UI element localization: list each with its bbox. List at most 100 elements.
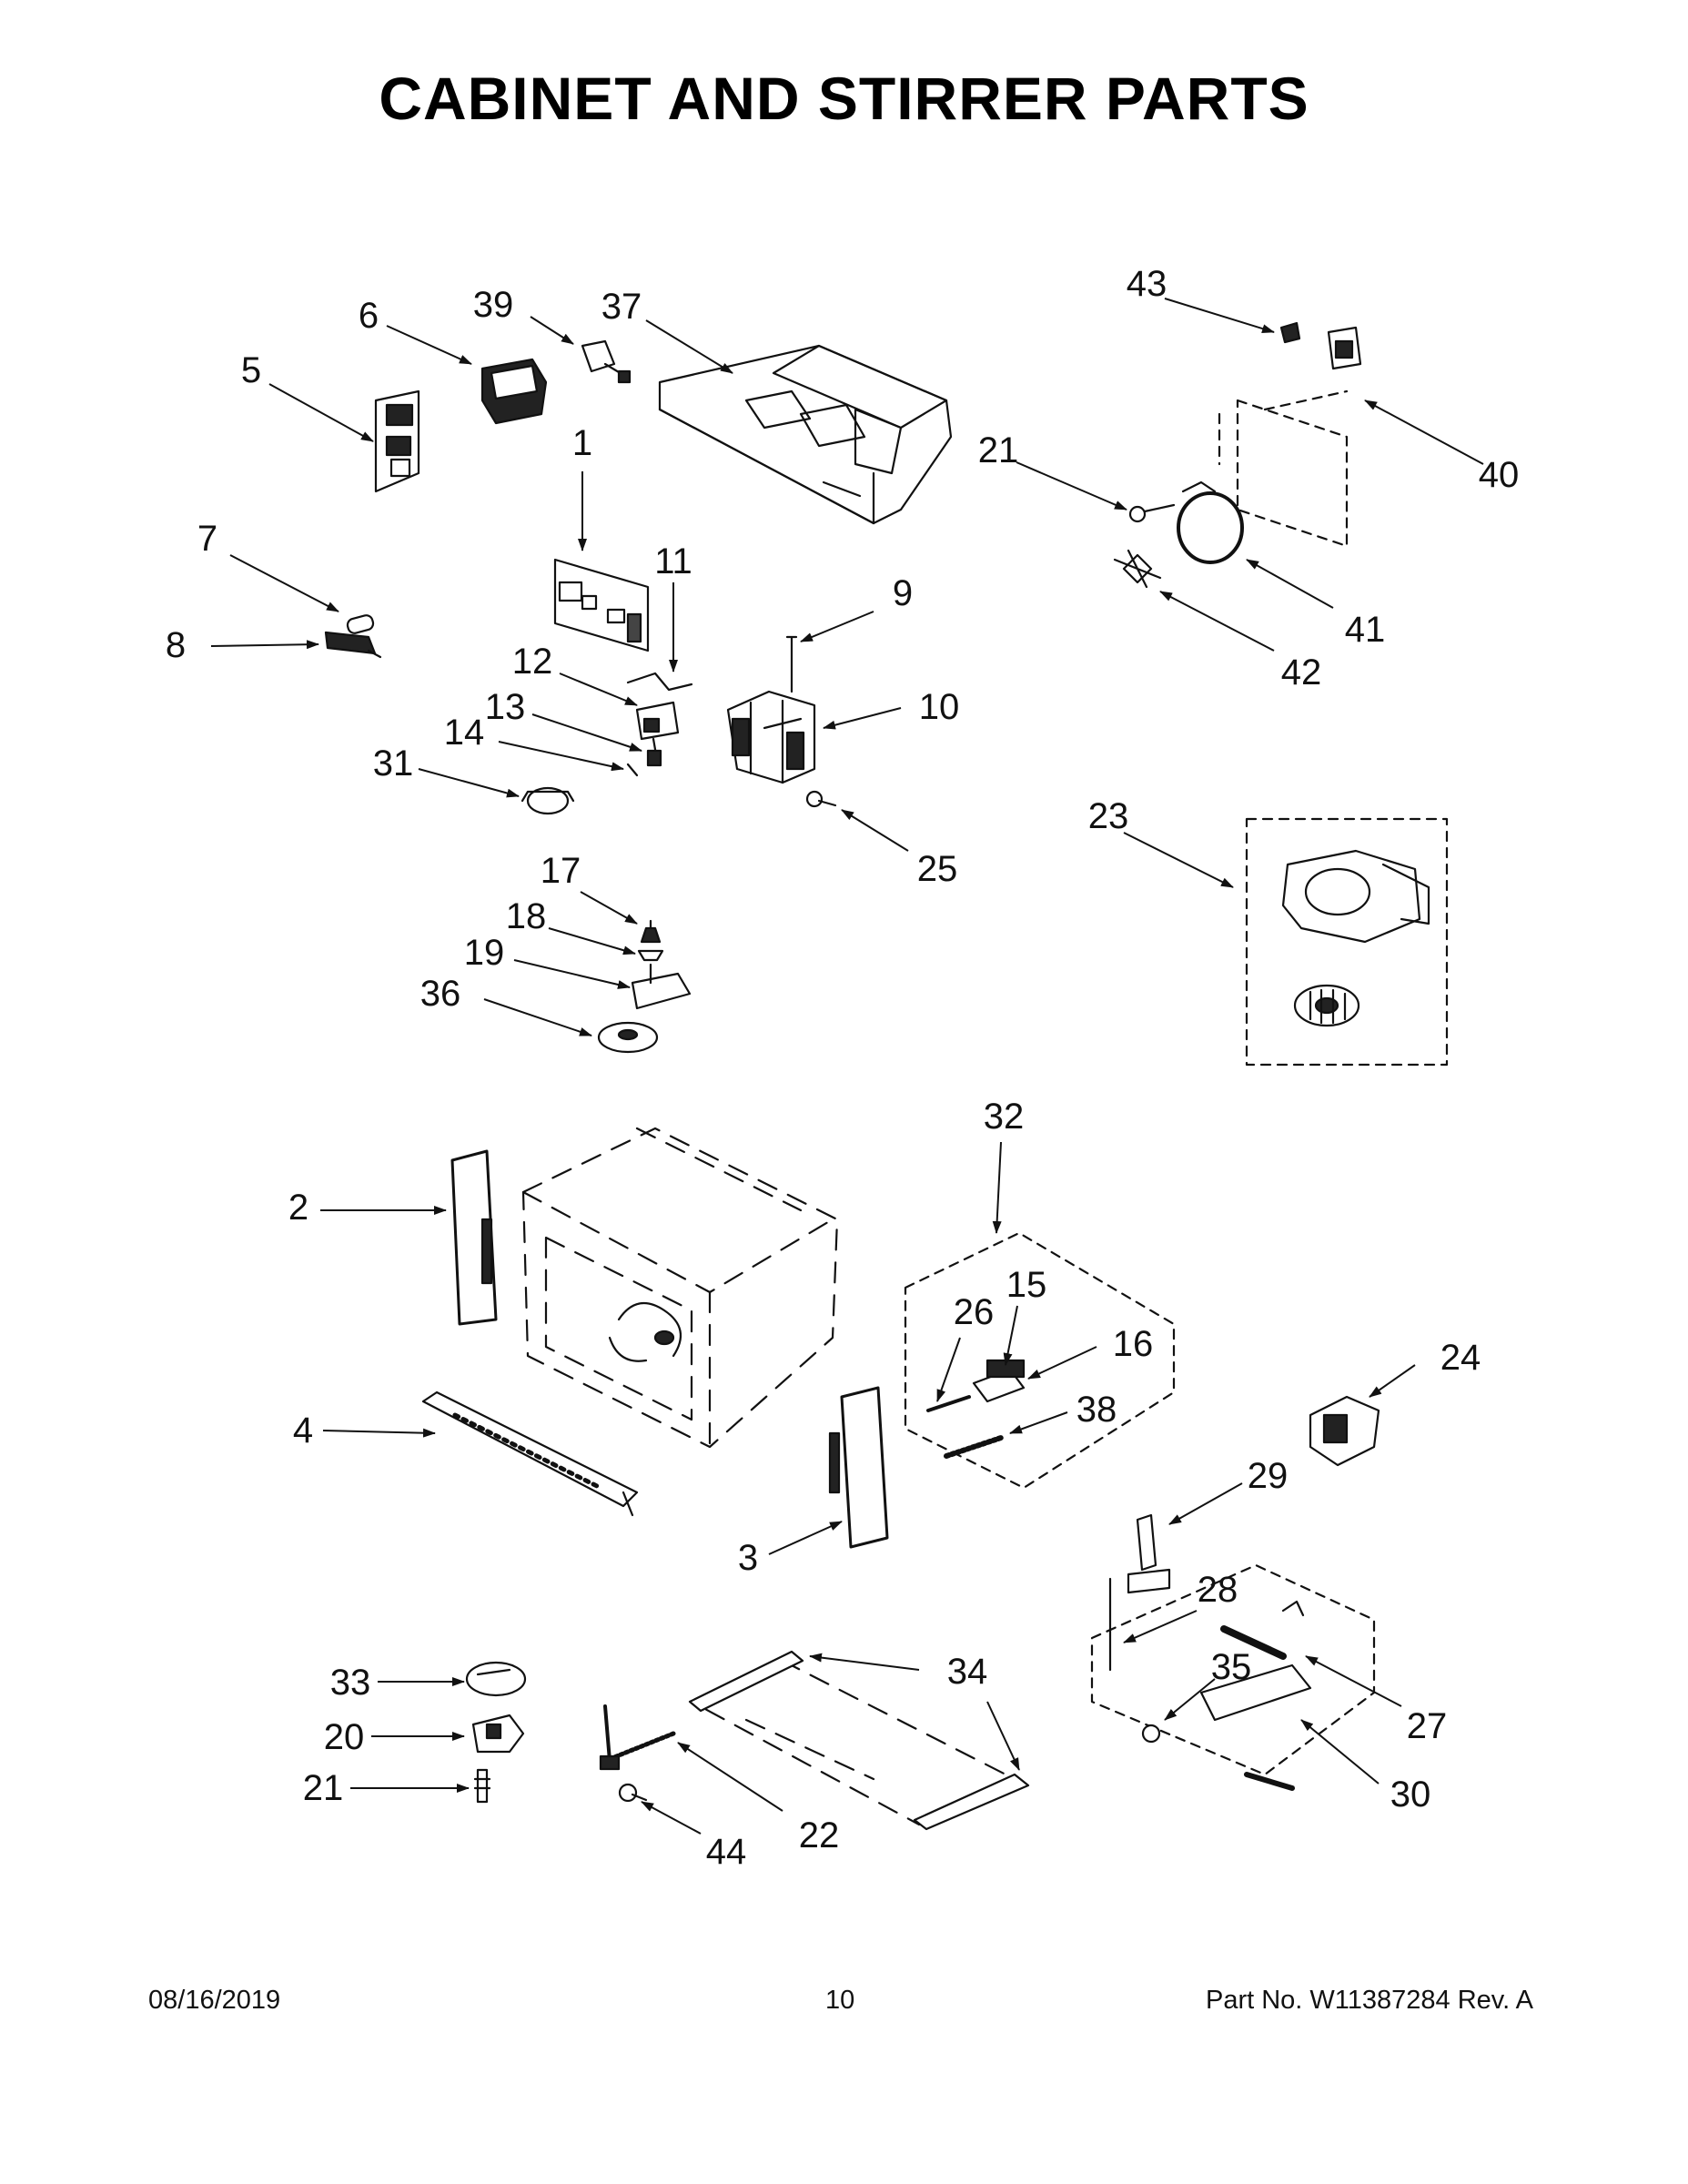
leader-30 <box>1300 1719 1380 1785</box>
leader-41 <box>1246 559 1334 609</box>
callout-34: 34 <box>947 1652 988 1692</box>
part-base-rail-left <box>688 1650 804 1713</box>
leader-34a <box>809 1653 920 1671</box>
part-stirrer-cover <box>465 1661 527 1697</box>
part-stirrer-washer <box>637 949 664 962</box>
callout-14: 14 <box>444 713 485 753</box>
leader-44 <box>641 1801 702 1835</box>
leader-42 <box>1159 591 1275 652</box>
leader-28 <box>1123 1610 1198 1643</box>
leader-8 <box>210 640 319 650</box>
leader-9 <box>800 611 874 642</box>
callout-9: 9 <box>893 573 913 613</box>
leader-27 <box>1305 1655 1402 1707</box>
callout-21-upper: 21 <box>978 430 1019 470</box>
callout-31: 31 <box>373 743 414 784</box>
callout-37: 37 <box>601 287 642 327</box>
leader-38 <box>1009 1411 1068 1434</box>
part-stirrer-motor <box>471 1714 525 1754</box>
part-stirrer-mark <box>608 1301 682 1362</box>
callout-15: 15 <box>1006 1265 1047 1305</box>
callout-32: 32 <box>984 1097 1025 1137</box>
callout-39: 39 <box>473 285 514 325</box>
callout-1: 1 <box>572 423 592 463</box>
callout-35: 35 <box>1211 1647 1252 1687</box>
callout-3: 3 <box>738 1538 758 1578</box>
callout-17: 17 <box>541 851 581 891</box>
part-oven-cavity <box>521 1127 839 1449</box>
leader-34b <box>986 1701 1020 1771</box>
callout-10: 10 <box>919 687 960 727</box>
part-spacer <box>597 1021 659 1054</box>
part-fuse <box>346 614 375 634</box>
leader-36 <box>483 998 592 1036</box>
footer-part-number: Part No. W11387284 Rev. A <box>1205 1986 1533 2015</box>
leader-23 <box>1123 832 1234 888</box>
callout-33: 33 <box>330 1663 371 1703</box>
part-cap <box>1279 321 1301 344</box>
callout-20: 20 <box>324 1717 365 1757</box>
part-mounting-frame <box>1218 389 1349 548</box>
part-stirrer-blade <box>1113 549 1162 589</box>
part-control-bracket <box>658 344 953 525</box>
part-sensor <box>1309 1395 1380 1467</box>
leader-7 <box>229 554 339 612</box>
leader-4 <box>322 1428 436 1438</box>
callout-12: 12 <box>512 642 553 682</box>
callout-21-lower: 21 <box>303 1768 344 1808</box>
part-base-rail-right <box>913 1773 1030 1831</box>
leader-12 <box>559 672 638 706</box>
part-door-latch-kit <box>904 1231 1176 1490</box>
leader-18 <box>548 927 636 956</box>
part-front-rail <box>421 1390 639 1517</box>
leader-3 <box>768 1521 843 1555</box>
callout-23: 23 <box>1088 796 1129 836</box>
callout-2: 2 <box>288 1188 308 1228</box>
part-side-panel-right <box>828 1386 889 1549</box>
part-mount-bracket <box>1127 1513 1171 1594</box>
part-interlock-switch <box>626 701 680 777</box>
footer-date: 08/16/2019 <box>148 1986 281 2015</box>
part-control-board <box>553 558 650 652</box>
callout-28: 28 <box>1198 1570 1238 1610</box>
part-relay-board <box>374 389 420 493</box>
callout-16: 16 <box>1113 1324 1154 1364</box>
callout-6: 6 <box>359 296 379 336</box>
part-screw-upper <box>1128 503 1176 523</box>
part-wire <box>626 672 693 692</box>
callout-13: 13 <box>485 687 526 727</box>
leader-15 <box>1003 1305 1018 1366</box>
part-stirrer-bracket <box>631 963 692 1010</box>
part-latch-rod <box>599 1704 676 1771</box>
leader-10 <box>823 707 902 730</box>
callout-43: 43 <box>1127 264 1167 304</box>
leader-25 <box>841 809 909 852</box>
leader-35 <box>1164 1678 1216 1721</box>
part-blower-assembly <box>1245 817 1449 1067</box>
leader-5 <box>268 383 374 442</box>
leader-31 <box>418 768 520 798</box>
callout-38: 38 <box>1076 1390 1117 1430</box>
leader-43 <box>1164 298 1275 333</box>
leader-37 <box>645 319 733 374</box>
callout-36: 36 <box>420 974 461 1014</box>
part-thermal-cutout <box>521 786 575 815</box>
callout-11: 11 <box>654 541 692 581</box>
part-motor-screw <box>473 1768 491 1804</box>
leader-32 <box>992 1141 1002 1234</box>
callout-41: 41 <box>1345 610 1386 650</box>
part-motor-bracket <box>1327 326 1362 370</box>
leader-24 <box>1369 1364 1416 1398</box>
callout-18: 18 <box>506 896 547 936</box>
part-fuse-holder <box>324 631 382 659</box>
callout-22: 22 <box>799 1815 840 1855</box>
callout-44: 44 <box>706 1832 747 1872</box>
callout-4: 4 <box>293 1410 313 1451</box>
callout-5: 5 <box>241 350 261 390</box>
part-connector <box>581 339 632 384</box>
callout-26: 26 <box>954 1292 995 1332</box>
callout-29: 29 <box>1248 1456 1289 1496</box>
leader-39 <box>530 316 574 345</box>
part-fuse-lead <box>785 635 798 693</box>
leader-40 <box>1364 399 1484 465</box>
